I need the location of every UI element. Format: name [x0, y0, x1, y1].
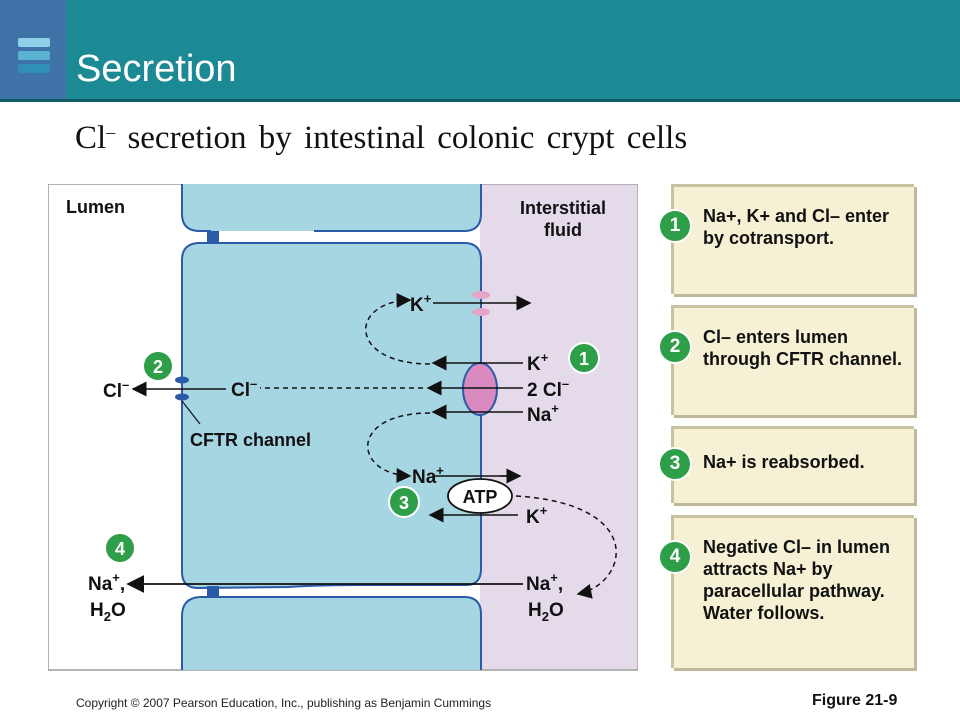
cl2-label: 2 Cl– [527, 376, 569, 401]
cftr-channel-bottom [175, 393, 189, 401]
upper-cell [182, 184, 481, 231]
cftr-channel-top [175, 376, 189, 384]
svg-text:2: 2 [153, 357, 163, 377]
title-underline [0, 99, 960, 102]
nkcc-cotransporter [462, 362, 498, 416]
k-channel-top [472, 291, 490, 299]
lower-cell [182, 597, 481, 670]
na-pump-label: Na+ [412, 463, 444, 488]
lower-cell-membrane [181, 596, 482, 670]
na-para-right-label: Na+, [526, 570, 563, 595]
step-card-number: 4 [658, 540, 692, 574]
step-marker-3: 3 [388, 486, 420, 518]
subtitle-prefix: Cl [75, 120, 107, 156]
na-recycle-arrow [366, 412, 431, 484]
step-marker-2: 2 [142, 350, 174, 382]
subtitle-charge: – [106, 122, 116, 142]
tight-junction-bottom [207, 586, 219, 596]
atp-label: ATP [463, 487, 498, 507]
logo-bar-top [18, 38, 50, 47]
slide-logo-icon [18, 38, 50, 77]
logo-bar-bottom [18, 64, 50, 73]
k-out-label: K+ [410, 291, 432, 316]
h2o-left-label: H2O [90, 600, 126, 624]
svg-text:1: 1 [579, 349, 589, 369]
interstitial-label-line-2: fluid [544, 220, 582, 240]
figure-number: Figure 21-9 [812, 692, 898, 709]
logo-bar-middle [18, 51, 50, 60]
interstitial-label-line-1: Interstitial [520, 198, 606, 218]
interstitial-region [480, 185, 637, 669]
k-in-label: K+ [527, 350, 549, 375]
step-marker-1: 1 [568, 342, 600, 374]
step-card-text: Cl– enters lumen through CFTR channel. [703, 327, 902, 369]
h2o-right-label: H2O [528, 600, 564, 624]
cftr-label: CFTR channel [190, 430, 311, 450]
step-card-4: 4 Negative Cl– in lumen attracts Na+ by … [658, 515, 914, 668]
k-recycle-arrow [364, 292, 431, 365]
na-paracellular-loop [515, 495, 617, 599]
step-card-text: Negative Cl– in lumen attracts Na+ by pa… [703, 537, 891, 623]
step-marker-4: 4 [104, 532, 136, 564]
cl-lumen-label: Cl– [103, 377, 129, 402]
cl-cell-label: Cl– [231, 376, 257, 401]
title-bar: Secretion [0, 0, 960, 102]
na-k-atpase-pump [447, 478, 513, 514]
crypt-cell [181, 242, 482, 590]
tight-junction-top [207, 231, 219, 243]
crypt-cell-diagram: Lumen Interstitial fluid K+ K+ 2 Cl– Na+… [48, 184, 638, 671]
svg-text:4: 4 [115, 539, 125, 559]
step-card-number: 2 [658, 330, 692, 364]
step-card-2: 2 Cl– enters lumen through CFTR channel. [658, 305, 914, 415]
lumen-label: Lumen [66, 197, 125, 217]
cftr-pointer-line [181, 400, 201, 425]
step-card-number: 1 [658, 209, 692, 243]
step-card-3: 3 Na+ is reabsorbed. [658, 426, 914, 503]
slide-title: Secretion [76, 48, 237, 90]
step-card-number: 3 [658, 447, 692, 481]
title-bar-shade [0, 0, 66, 100]
slide-subtitle: Cl– secretion by intestinal colonic cryp… [75, 120, 687, 157]
step-card-1: 1 Na+, K+ and Cl– enter by cotransport. [658, 184, 914, 294]
step-card-text: Na+ is reabsorbed. [703, 452, 865, 472]
svg-text:3: 3 [399, 493, 409, 513]
upper-cell-membrane [181, 184, 482, 232]
step-card-text: Na+, K+ and Cl– enter by cotransport. [703, 206, 890, 248]
copyright-notice: Copyright © 2007 Pearson Education, Inc.… [76, 696, 492, 710]
na-in-label: Na+ [527, 401, 559, 426]
na-para-left-label: Na+, [88, 570, 125, 595]
k-pump-label: K+ [526, 503, 548, 528]
subtitle-rest: secretion by intestinal colonic crypt ce… [115, 120, 688, 156]
k-channel-bottom [472, 308, 490, 316]
